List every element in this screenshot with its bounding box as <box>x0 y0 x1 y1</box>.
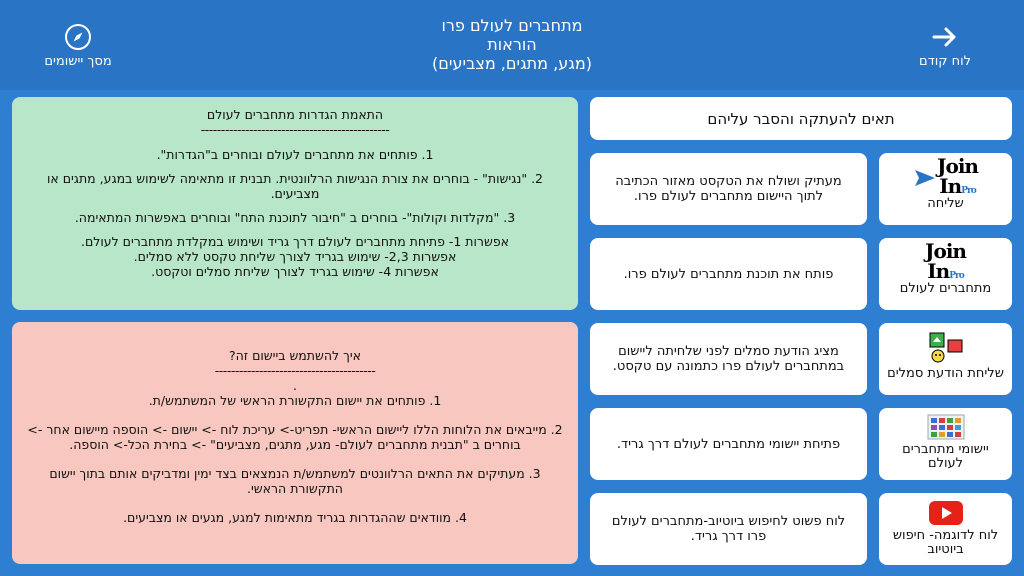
symbols-description-text: מציג הודעת סמלים לפני שלחיתה ליישום במתח… <box>612 344 845 374</box>
usage-heading: איך להשתמש ביישום זה? <box>229 348 361 363</box>
joinin-description-text: פותח את תוכנת מתחברים לעולם פרו. <box>623 266 834 282</box>
apps-description-text: פתיחת יישומי מתחברים לעולם דרך גריד. <box>616 436 841 452</box>
usage-divider: ---------------------------------------- <box>214 363 376 378</box>
usage-step-2: 2. מייבאים את הלוחות הללו ליישום הראשי- … <box>27 422 563 452</box>
settings-step-3: 3. "מקלדות וקולות"- בוחרים ב "חיבור לתוכ… <box>74 210 516 225</box>
title-line-2: הוראות <box>487 35 537 54</box>
settings-instructions-panel: התאמת הגדרות מתחברים לעולם -------------… <box>12 97 578 310</box>
usage-dot: . <box>293 378 297 393</box>
arrow-right-icon <box>932 27 956 47</box>
usage-step-4: 4. מוודאים שההגדרות בגריד מתאימות למגע, … <box>123 510 467 525</box>
usage-step-1: 1. פותחים את יישום התקשורת הראשי של המשת… <box>148 393 442 408</box>
youtube-board-cell[interactable]: לוח לדוגמה- חיפוש ביוטיוב <box>879 493 1012 565</box>
send-arrow-icon <box>915 170 936 186</box>
top-bar: מסך יישומים מתחברים לעולם פרו הוראות (מג… <box>0 0 1024 90</box>
send-label: שליחה <box>927 196 964 211</box>
symbols-message-cell[interactable]: שליחת הודעת סמלים <box>879 323 1012 395</box>
symbols-description: מציג הודעת סמלים לפני שלחיתה ליישום במתח… <box>590 323 867 395</box>
settings-divider: ----------------------------------------… <box>200 122 390 137</box>
settings-option-2: אפשרות 2,3- שימוש בגריד לצורך שליחת טקסט… <box>133 249 457 264</box>
apps-description: פתיחת יישומי מתחברים לעולם דרך גריד. <box>590 408 867 480</box>
grid-apps-icon <box>879 413 1012 441</box>
usage-instructions-panel: איך להשתמש ביישום זה? ------------------… <box>12 322 578 564</box>
settings-option-3: אפשרות 4- שימוש בגריד לצורך שליחת סמלים … <box>151 264 439 279</box>
symbols-message-label: שליחת הודעת סמלים <box>887 366 1004 381</box>
settings-heading: התאמת הגדרות מתחברים לעולם <box>206 107 384 122</box>
send-description: מעתיק ושולח את הטקסט מאזור הכתיבה לתוך ה… <box>590 153 867 225</box>
youtube-icon <box>879 499 1012 527</box>
joinin-label: מתחברים לעולם <box>899 281 992 296</box>
apps-screen-button[interactable]: מסך יישומים <box>23 22 133 69</box>
send-description-text: מעתיק ושולח את הטקסט מאזור הכתיבה לתוך ה… <box>615 174 842 204</box>
compass-icon <box>65 24 91 50</box>
previous-board-label: לוח קודם <box>918 54 972 69</box>
settings-step-2: 2. "נגישות" - בוחרים את צורת הנגישות הרל… <box>46 171 543 201</box>
cells-header: תאים להעתקה והסבר עליהם <box>590 97 1012 140</box>
youtube-description-text: לוח פשוט לחיפוש ביוטיוב-מתחברים לעולם פר… <box>611 514 846 544</box>
joinin-description: פותח את תוכנת מתחברים לעולם פרו. <box>590 238 867 310</box>
settings-step-1: 1. פותחים את מתחברים לעולם ובוחרים ב"הגד… <box>156 147 434 162</box>
youtube-description: לוח פשוט לחיפוש ביוטיוב-מתחברים לעולם פר… <box>590 493 867 565</box>
title-line-1: מתחברים לעולם פרו <box>441 16 583 35</box>
settings-option-1: אפשרות 1- פתיחת מתחברים לעולם דרך גריד ו… <box>81 234 509 249</box>
previous-board-button[interactable]: לוח קודם <box>890 22 1000 69</box>
apps-screen-label: מסך יישומים <box>44 54 112 69</box>
page-title: מתחברים לעולם פרו הוראות (מגע, מתגים, מצ… <box>312 16 712 73</box>
joinin-apps-cell[interactable]: יישומי מתחברים לעולם <box>879 408 1012 480</box>
youtube-board-label: לוח לדוגמה- חיפוש ביוטיוב <box>892 528 999 557</box>
title-line-3: (מגע, מתגים, מצביעים) <box>432 54 592 73</box>
joinin-apps-label: יישומי מתחברים לעולם <box>902 442 989 471</box>
usage-step-3: 3. מעתיקים את התאים הרלוונטים למשתמש/ת ה… <box>49 466 541 496</box>
symbols-message-icon <box>879 331 1012 365</box>
